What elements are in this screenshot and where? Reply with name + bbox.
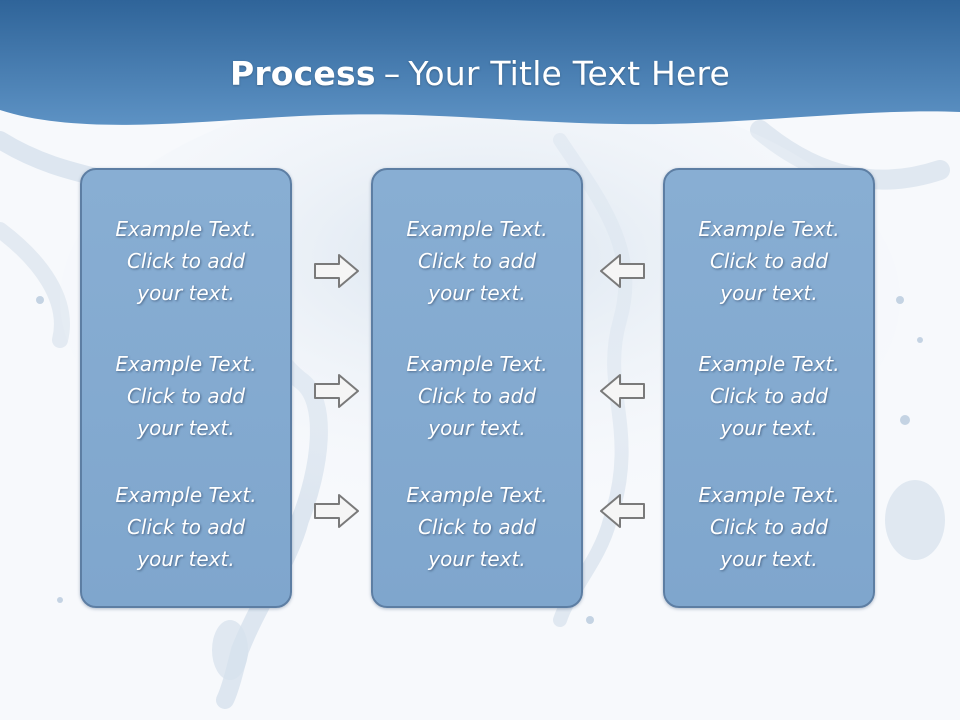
process-box-left[interactable]: Example Text. Click to add your text. Ex… — [80, 168, 292, 608]
text-placeholder[interactable]: Example Text. Click to add your text. — [406, 483, 548, 571]
title-bold-text: Process — [229, 54, 376, 93]
text-placeholder[interactable]: Example Text. Click to add your text. — [698, 217, 840, 305]
text-placeholder[interactable]: Example Text. Click to add your text. — [406, 352, 548, 440]
arrow-left-icon[interactable] — [597, 251, 647, 291]
text-placeholder[interactable]: Example Text. Click to add your text. — [698, 352, 840, 440]
arrow-left-icon[interactable] — [597, 371, 647, 411]
slide-title[interactable]: Process–Your Title Text Here — [0, 52, 960, 96]
title-rest-text: Your Title Text Here — [408, 54, 731, 93]
arrow-right-icon[interactable] — [312, 491, 362, 531]
arrow-left-icon[interactable] — [597, 491, 647, 531]
arrow-right-icon[interactable] — [312, 251, 362, 291]
title-dash: – — [383, 54, 401, 93]
text-placeholder[interactable]: Example Text. Click to add your text. — [115, 217, 257, 305]
header-band — [0, 0, 960, 125]
process-box-right[interactable]: Example Text. Click to add your text. Ex… — [663, 168, 875, 608]
text-placeholder[interactable]: Example Text. Click to add your text. — [115, 483, 257, 571]
arrow-right-icon[interactable] — [312, 371, 362, 411]
text-placeholder[interactable]: Example Text. Click to add your text. — [115, 352, 257, 440]
text-placeholder[interactable]: Example Text. Click to add your text. — [406, 217, 548, 305]
process-box-middle[interactable]: Example Text. Click to add your text. Ex… — [371, 168, 583, 608]
text-placeholder[interactable]: Example Text. Click to add your text. — [698, 483, 840, 571]
